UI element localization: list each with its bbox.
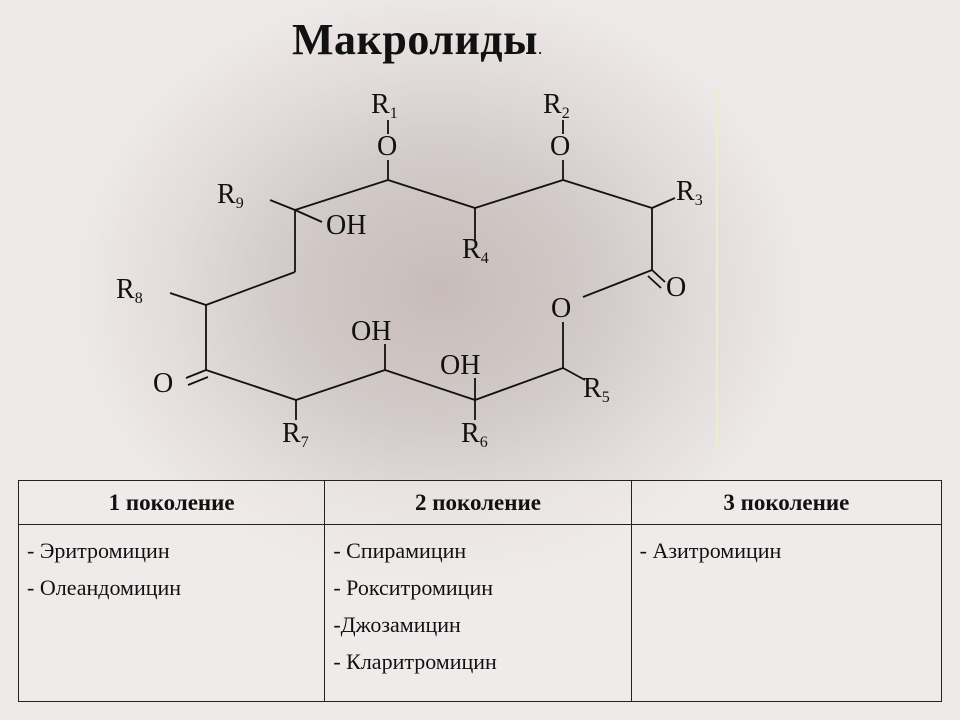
drug-item: - Азитромицин	[639, 538, 782, 563]
generation-3-cell: - Азитромицин	[630, 524, 943, 702]
table-row: - Эритромицин - Олеандомицин - Спирамици…	[17, 524, 943, 702]
table-header-row: 1 поколение 2 поколение 3 поколение	[17, 480, 943, 525]
r1-label: R1	[371, 89, 398, 122]
r9-label: R9	[217, 179, 244, 212]
drug-item: - Эритромицин	[27, 538, 170, 563]
ring-oxygen: O	[551, 293, 571, 324]
carbonyl-oxygen-left: O	[153, 368, 173, 399]
substituent-bonds	[169, 120, 676, 420]
r8-label: R8	[116, 274, 143, 307]
header-generation-3: 3 поколение	[630, 480, 943, 525]
hydroxyl-bottom-right: OH	[440, 350, 480, 381]
generations-table: 1 поколение 2 поколение 3 поколение - Эр…	[17, 480, 943, 702]
oxygen-1: O	[377, 131, 397, 162]
header-generation-2: 2 поколение	[324, 480, 632, 525]
title-dot: .	[537, 38, 543, 58]
generation-1-cell: - Эритромицин - Олеандомицин	[17, 524, 326, 702]
r3-label: R3	[676, 176, 703, 209]
r6-label: R6	[461, 418, 488, 451]
atom-labels: R1 R2 R3 R4 R5 R6 R7 R8 R9 O O O O O OH …	[116, 89, 703, 451]
drug-item: - Олеандомицин	[27, 575, 182, 600]
generation-2-cell: - Спирамицин - Рокситромицин -Джозамицин…	[324, 524, 632, 702]
drug-item: - Рокситромицин	[333, 575, 493, 600]
oxygen-2: O	[550, 131, 570, 162]
ring-bonds	[205, 179, 653, 401]
drug-item: - Спирамицин	[333, 538, 467, 563]
r7-label: R7	[282, 418, 309, 451]
hydroxyl-bottom-left: OH	[351, 316, 391, 347]
slide-title: Макролиды.	[292, 14, 543, 65]
drug-item: - Кларитромицин	[333, 649, 497, 674]
r2-label: R2	[543, 89, 570, 122]
header-generation-1: 1 поколение	[17, 480, 326, 525]
drug-item: -Джозамицин	[333, 612, 461, 637]
r5-label: R5	[583, 373, 610, 406]
r4-label: R4	[462, 234, 489, 267]
macrolide-structure-diagram: R1 R2 R3 R4 R5 R6 R7 R8 R9 O O O O O OH …	[116, 88, 718, 451]
title-text: Макролиды	[292, 15, 538, 64]
carbonyl-oxygen-right: O	[666, 272, 686, 303]
hydroxyl-top: OH	[326, 210, 366, 241]
